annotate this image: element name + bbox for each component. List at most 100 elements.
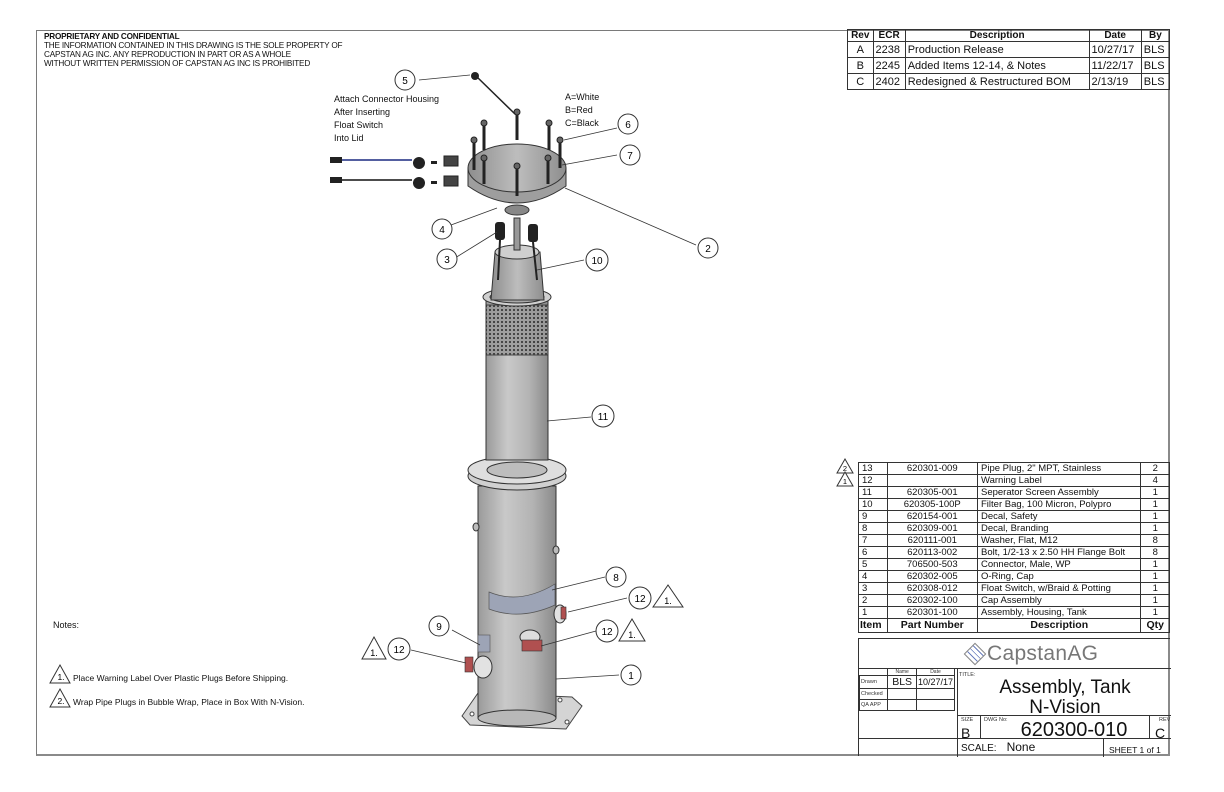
svg-text:6: 6 xyxy=(625,120,631,131)
drawing-subtitle: N-Vision xyxy=(1029,697,1101,718)
sheet-number: SHEET 1 of 1 xyxy=(1109,745,1161,755)
bom-description-cell: Washer, Flat, M12 xyxy=(976,534,1142,547)
bom-qty-cell: 8 xyxy=(1140,534,1170,547)
revision-row: A 2238 Production Release 10/27/17 BLS xyxy=(847,41,1171,58)
proprietary-heading: PROPRIETARY AND CONFIDENTIAL xyxy=(44,32,180,41)
drawn-label: Drawn xyxy=(858,675,889,689)
bom-item-cell: 9 xyxy=(858,510,888,523)
note-2-text: Wrap Pipe Plugs in Bubble Wrap, Place in… xyxy=(73,697,305,707)
title-block: CapstanAG Name Date Drawn BLS 10/27/17 C… xyxy=(858,638,1171,757)
balloon-2: 2 xyxy=(697,237,719,259)
bom-item-cell: 5 xyxy=(858,558,888,571)
separator-screen xyxy=(482,287,552,461)
svg-text:12: 12 xyxy=(393,645,405,656)
description-cell: Redesigned & Restructured BOM xyxy=(904,73,1090,90)
revision-row: C 2402 Redesigned & Restructured BOM 2/1… xyxy=(847,73,1171,90)
qa-label: QA APP xyxy=(858,699,889,711)
bom-flag-2: 2 xyxy=(836,457,854,474)
ecr-cell: 2245 xyxy=(872,57,906,74)
bom-part-cell: 620302-100 xyxy=(886,594,979,607)
cable-connectors xyxy=(330,72,516,189)
balloon-10: 10 xyxy=(585,248,609,272)
svg-text:12: 12 xyxy=(601,627,613,638)
note-1-flag: 1. xyxy=(49,663,71,684)
bom-qty-cell: 1 xyxy=(1140,594,1170,607)
bom-qty-header: Qty xyxy=(1140,618,1170,633)
wire-color: B=Red xyxy=(565,105,593,115)
bom-part-cell: 620309-001 xyxy=(886,522,979,535)
drawn-name: BLS xyxy=(887,675,917,689)
balloon-12: 12 xyxy=(595,619,619,643)
bom-item-header: Item xyxy=(858,618,888,633)
annotation-line: Into Lid xyxy=(334,133,364,143)
svg-text:1.: 1. xyxy=(57,672,64,682)
bom-description-cell: O-Ring, Cap xyxy=(976,570,1142,583)
bom-part-cell: 620302-005 xyxy=(886,570,979,583)
scale-value: None xyxy=(1006,740,1036,754)
revision-table: Rev ECR Description Date By A 2238 Produ… xyxy=(847,29,1171,90)
sheet-size: B xyxy=(961,725,971,741)
note-flag-1: 1. xyxy=(618,618,646,642)
bom-item-cell: 4 xyxy=(858,570,888,583)
washers xyxy=(470,108,564,170)
annotation-line: Float Switch xyxy=(334,120,384,130)
balloon-11: 11 xyxy=(591,404,615,428)
balloon-3: 3 xyxy=(436,248,458,270)
bom-description-cell: Assembly, Housing, Tank xyxy=(976,606,1142,619)
svg-text:10: 10 xyxy=(591,256,603,267)
revision-letter: C xyxy=(1154,725,1166,741)
bom-description-cell: Bolt, 1/2-13 x 2.50 HH Flange Bolt xyxy=(976,546,1142,559)
bom-part-cell: 706500-503 xyxy=(886,558,979,571)
rev-label: REV xyxy=(1159,717,1171,723)
drawing-border xyxy=(36,30,1170,756)
proprietary-notice: PROPRIETARY AND CONFIDENTIAL THE INFORMA… xyxy=(44,32,343,68)
attach-instruction: Attach Connector Housing After Inserting… xyxy=(334,93,439,145)
checked-label: Checked xyxy=(858,688,889,700)
size-label: SIZE xyxy=(961,717,974,723)
bom-part-cell xyxy=(886,474,979,487)
bom-part-cell: 620305-100P xyxy=(886,498,979,511)
balloon-5: 5 xyxy=(394,69,416,91)
bom-description-cell: Decal, Safety xyxy=(976,510,1142,523)
svg-text:3: 3 xyxy=(444,255,450,266)
wire-color: C=Black xyxy=(565,118,599,128)
svg-text:1.: 1. xyxy=(628,630,636,640)
signature-table: Name Date Drawn BLS 10/27/17 Checked QA … xyxy=(858,669,956,711)
note-2-flag: 2. xyxy=(49,687,71,708)
bom-part-cell: 620113-002 xyxy=(886,546,979,559)
note-flags: 1. 1. 1. xyxy=(361,584,684,660)
bom-qty-cell: 1 xyxy=(1140,522,1170,535)
title-label: TITLE: xyxy=(959,672,976,678)
bom-qty-cell: 1 xyxy=(1140,498,1170,511)
tank-housing xyxy=(464,455,567,727)
bom-part-cell: 620301-009 xyxy=(886,462,979,475)
balloon-4: 4 xyxy=(431,218,453,240)
balloon-1: 1 xyxy=(620,664,642,686)
scale-field: SCALE:None xyxy=(961,740,1035,754)
bom-qty-cell: 1 xyxy=(1140,570,1170,583)
svg-text:12: 12 xyxy=(634,594,646,605)
flange-bolts xyxy=(472,114,562,196)
balloon-9: 9 xyxy=(428,615,450,637)
description-cell: Production Release xyxy=(904,41,1090,58)
balloons: 5 6 7 2 4 3 10 11 8 9 12 12 12 1 xyxy=(387,69,719,686)
bom-item-cell: 8 xyxy=(858,522,888,535)
balloon-6: 6 xyxy=(617,113,639,135)
proprietary-line: THE INFORMATION CONTAINED IN THIS DRAWIN… xyxy=(44,41,343,50)
svg-text:9: 9 xyxy=(436,622,442,633)
bom-flags: 2 1 xyxy=(836,457,854,487)
capstan-logo-icon xyxy=(963,642,987,666)
svg-text:5: 5 xyxy=(402,76,408,87)
bom-description-cell: Pipe Plug, 2" MPT, Stainless xyxy=(976,462,1142,475)
svg-text:11: 11 xyxy=(598,412,609,423)
